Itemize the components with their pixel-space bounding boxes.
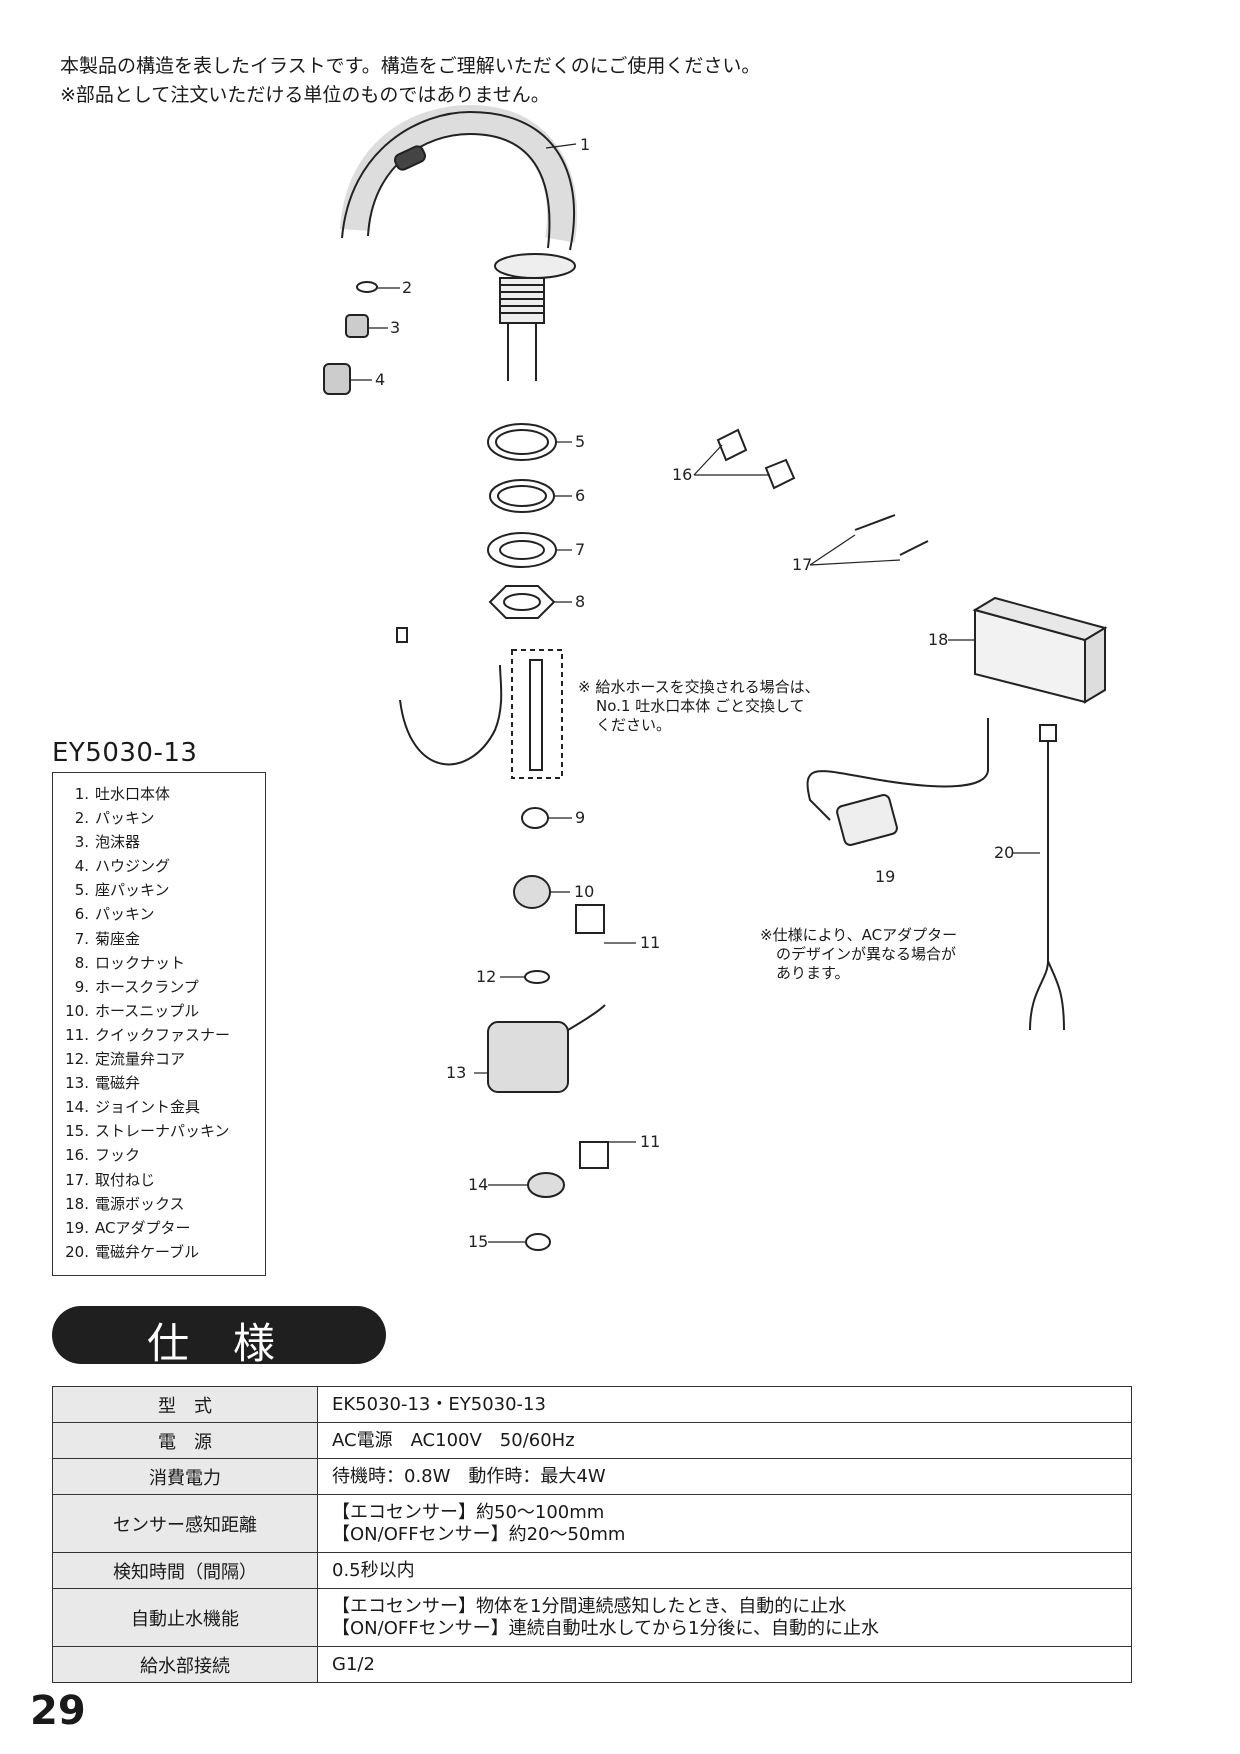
- list-item: 17.取付ねじ: [65, 1170, 156, 1189]
- spec-value: 0.5秒以内: [317, 1552, 1132, 1589]
- spec-label: 型 式: [52, 1386, 318, 1423]
- list-item: 5.座パッキン: [74, 881, 170, 900]
- aerator-parts-drawing: [323, 281, 378, 395]
- washer-stack-drawing: [487, 423, 557, 619]
- spec-label: 検知時間（間隔）: [52, 1552, 318, 1589]
- list-item: 20.電磁弁ケーブル: [65, 1242, 200, 1261]
- list-item: 3.泡沫器: [74, 833, 141, 852]
- callout-10: 10: [574, 882, 594, 901]
- callout-17: 17: [792, 555, 812, 574]
- list-item: 4.ハウジング: [74, 857, 171, 876]
- list-item: 7.菊座金: [74, 929, 141, 948]
- callout-13: 13: [446, 1063, 466, 1082]
- callout-5: 5: [575, 432, 585, 451]
- list-item: 2.パッキン: [74, 809, 155, 828]
- callout-18: 18: [928, 630, 948, 649]
- table-row: 自動止水機能 【エコセンサー】物体を1分間連続感知したとき、自動的に止水 【ON…: [52, 1588, 1132, 1647]
- spec-value: G1/2: [317, 1646, 1132, 1683]
- callout-1: 1: [580, 135, 590, 154]
- spec-label: 消費電力: [52, 1458, 318, 1495]
- spec-value: AC電源 AC100V 50/60Hz: [317, 1422, 1132, 1459]
- list-item: 15.ストレーナパッキン: [65, 1122, 230, 1141]
- spec-section-banner: 仕様: [52, 1306, 386, 1368]
- callout-9: 9: [575, 808, 585, 827]
- list-item: 14.ジョイント金具: [65, 1098, 201, 1117]
- table-row: センサー感知距離 【エコセンサー】約50～100mm 【ON/OFFセンサー】約…: [52, 1494, 1132, 1553]
- list-item: 9.ホースクランプ: [74, 977, 199, 996]
- list-item: 13.電磁弁: [65, 1074, 141, 1093]
- table-row: 給水部接続 G1/2: [52, 1646, 1132, 1683]
- callout-20: 20: [994, 843, 1014, 862]
- ac-adapter-drawing: [806, 718, 990, 846]
- list-item: 18.電源ボックス: [65, 1194, 185, 1213]
- note-hose-line-1: ※ 給水ホースを交換される場合は、: [578, 678, 820, 696]
- intro-line-2: ※部品として注文いただける単位のものではありません。: [60, 84, 550, 106]
- list-item: 11.クイックファスナー: [65, 1025, 231, 1044]
- callout-6: 6: [575, 486, 585, 505]
- callout-14: 14: [468, 1175, 488, 1194]
- callout-2: 2: [402, 278, 412, 297]
- list-item: 8.ロックナット: [74, 953, 186, 972]
- table-row: 電 源 AC電源 AC100V 50/60Hz: [52, 1422, 1132, 1459]
- note-hose-line-3: ください。: [596, 716, 672, 734]
- spec-label: センサー感知距離: [52, 1494, 318, 1553]
- spec-label: 自動止水機能: [52, 1588, 318, 1647]
- callout-11a: 11: [640, 933, 660, 952]
- callout-11b: 11: [640, 1132, 660, 1151]
- page-number: 29: [30, 1688, 86, 1734]
- list-item: 10.ホースニップル: [65, 1001, 200, 1020]
- note-adapter-design: ※仕様により、ACアダプター のデザインが異なる場合が あります。: [760, 926, 957, 983]
- note-adapter-line-3: あります。: [776, 964, 850, 982]
- spec-label: 給水部接続: [52, 1646, 318, 1683]
- spec-value: 【エコセンサー】物体を1分間連続感知したとき、自動的に止水 【ON/OFFセンサ…: [317, 1588, 1132, 1647]
- note-adapter-line-2: のデザインが異なる場合が: [776, 945, 957, 963]
- callout-12: 12: [476, 967, 496, 986]
- table-row: 検知時間（間隔） 0.5秒以内: [52, 1552, 1132, 1589]
- spec-label: 電 源: [52, 1422, 318, 1459]
- callout-15: 15: [468, 1232, 488, 1251]
- spec-value: 待機時：0.8W 動作時：最大4W: [317, 1458, 1132, 1495]
- note-hose-replacement: ※ 給水ホースを交換される場合は、 No.1 吐水口本体 ごと交換して ください…: [578, 678, 820, 735]
- callout-19: 19: [875, 867, 895, 886]
- intro-text: 本製品の構造を表したイラストです。構造をご理解いただくのにご使用ください。 ※部…: [60, 52, 760, 110]
- model-title: EY5030-13: [52, 738, 198, 768]
- hook-and-screws-drawing: [716, 428, 929, 556]
- intro-line-1: 本製品の構造を表したイラストです。構造をご理解いただくのにご使用ください。: [60, 55, 761, 77]
- spec-value: EK5030-13・EY5030-13: [317, 1386, 1132, 1423]
- list-item: 12.定流量弁コア: [65, 1050, 186, 1069]
- valve-cable-drawing: [1029, 724, 1065, 1031]
- list-item: 6.パッキン: [74, 905, 155, 924]
- table-row: 消費電力 待機時：0.8W 動作時：最大4W: [52, 1458, 1132, 1495]
- supply-hose-drawing: [396, 627, 563, 829]
- note-adapter-line-1: ※仕様により、ACアダプター: [760, 926, 958, 944]
- note-hose-line-2: No.1 吐水口本体 ごと交換して: [596, 697, 805, 715]
- parts-list-box: 1.吐水口本体 2.パッキン 3.泡沫器 4.ハウジング 5.座パッキン 6.パ…: [52, 772, 266, 1276]
- callout-7: 7: [575, 540, 585, 559]
- list-item: 19.ACアダプター: [65, 1218, 191, 1237]
- spec-value: 【エコセンサー】約50～100mm 【ON/OFFセンサー】約20～50mm: [317, 1494, 1132, 1553]
- power-box-drawing: [972, 596, 1108, 704]
- table-row: 型 式 EK5030-13・EY5030-13: [52, 1386, 1132, 1423]
- callout-8: 8: [575, 592, 585, 611]
- exploded-parts-diagram: 1 2 3 4 5 6 7 8 9 10 11 11 12 13 14 15 1…: [323, 104, 1108, 1251]
- callout-4: 4: [375, 370, 385, 389]
- valve-assembly-drawing: [487, 875, 609, 1251]
- callout-16: 16: [672, 465, 692, 484]
- list-item: 16.フック: [65, 1146, 141, 1165]
- callout-3: 3: [390, 318, 400, 337]
- spec-table: 型 式 EK5030-13・EY5030-13 電 源 AC電源 AC100V …: [52, 1386, 1132, 1683]
- faucet-spout-drawing: [340, 104, 578, 381]
- parts-list: 1.吐水口本体 2.パッキン 3.泡沫器 4.ハウジング 5.座パッキン 6.パ…: [53, 782, 265, 1264]
- spec-section-title: 仕様: [147, 1319, 320, 1368]
- list-item: 1.吐水口本体: [74, 785, 171, 803]
